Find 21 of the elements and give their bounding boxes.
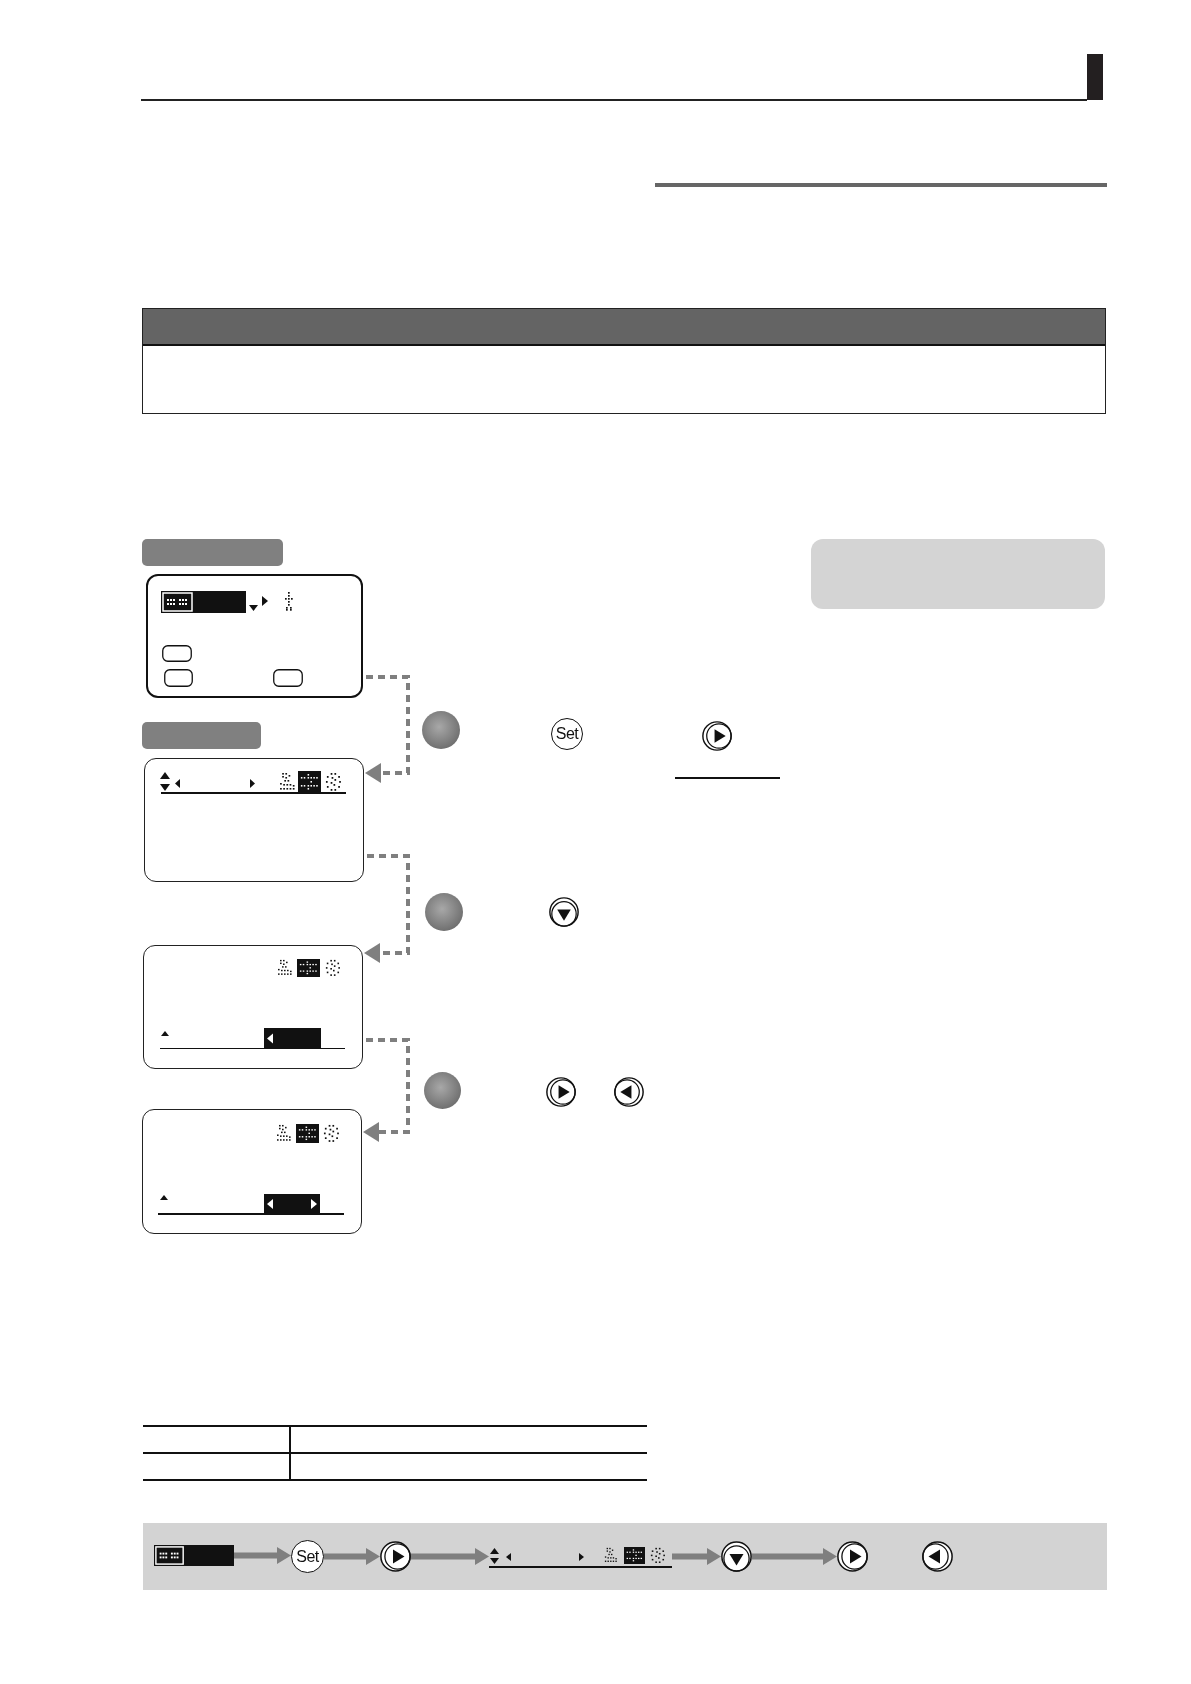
arrow <box>411 1548 489 1565</box>
lcd-screen <box>143 945 363 1069</box>
right-key-icon <box>380 1541 411 1572</box>
left-key-icon <box>922 1541 953 1572</box>
lcd-header-strip <box>489 1545 672 1568</box>
label-tab <box>142 539 283 566</box>
menu-bar-icon <box>154 1545 234 1566</box>
right-key-icon <box>837 1541 868 1572</box>
dashed-arrow <box>365 675 410 783</box>
arrow <box>234 1547 291 1564</box>
lcd-screen <box>144 758 364 882</box>
set-key: Set <box>551 718 583 750</box>
arrow <box>324 1548 380 1565</box>
dashed-arrow <box>364 854 410 963</box>
arrow <box>672 1548 721 1565</box>
down-key-icon <box>721 1541 752 1572</box>
label-tab <box>142 722 261 749</box>
arrow <box>752 1548 837 1565</box>
lcd-screen <box>142 1109 362 1234</box>
lcd-screen <box>146 574 363 698</box>
dashed-arrow <box>363 1038 410 1142</box>
